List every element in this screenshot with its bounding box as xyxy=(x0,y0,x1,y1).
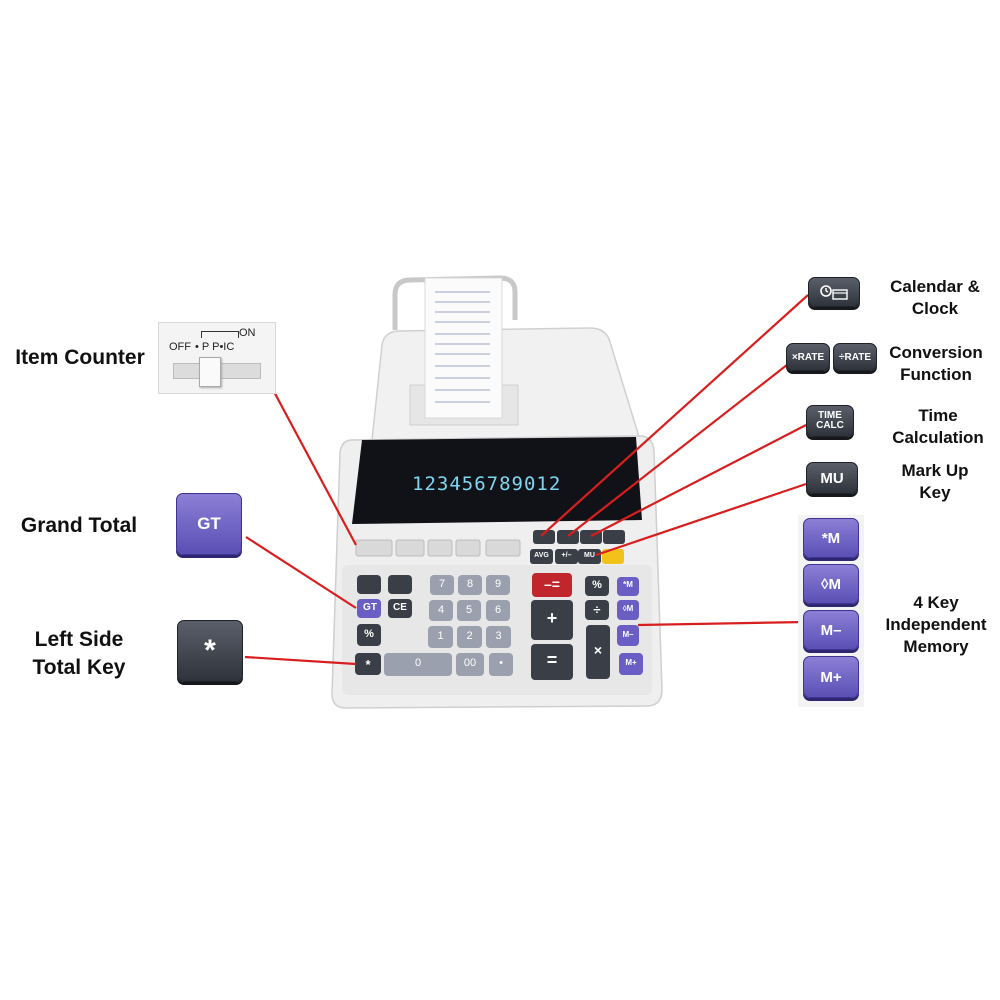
right-function-keys xyxy=(585,576,643,679)
key-text-minus-equal: –= xyxy=(544,576,560,592)
callout-gt-key: GT xyxy=(176,493,242,555)
calendar-clock-icon xyxy=(820,285,848,300)
slider-switch-row xyxy=(355,539,521,557)
label-left-side-total: Left Side Total Key xyxy=(32,628,126,679)
callout-star-m-key: *M xyxy=(803,518,859,558)
callout-mu-key: MU xyxy=(806,462,858,494)
callout-star-key: * xyxy=(177,620,243,682)
leader-conversion xyxy=(567,360,793,537)
leader-left-total xyxy=(244,655,357,666)
leader-lines xyxy=(244,294,809,666)
leader-memory xyxy=(637,620,807,627)
tape-print-lines xyxy=(435,291,490,403)
key-text-plus: + xyxy=(546,608,558,628)
callout-rate-mult-key: ×RATE xyxy=(786,343,830,371)
key-text-9: 9 xyxy=(494,578,502,590)
plus-key xyxy=(531,600,573,640)
key-text-1: 1 xyxy=(437,630,444,642)
item-counter-inset: ON OFF • P P•IC xyxy=(158,322,276,394)
callout-m-plus-key: M+ xyxy=(803,656,859,698)
key-text-equal: = xyxy=(546,650,558,670)
callout-rate-div-key: ÷RATE xyxy=(833,343,877,371)
key-text-star: * xyxy=(365,657,371,672)
label-time-calculation: Time Calculation xyxy=(892,406,984,447)
key-text-4: 4 xyxy=(437,604,445,616)
key-text-00: 00 xyxy=(463,657,477,669)
display-panel xyxy=(352,437,642,524)
leader-markup xyxy=(595,482,807,557)
leader-time-calc xyxy=(590,424,807,537)
callout-time-calc-key: TIME CALC xyxy=(806,405,854,437)
label-independent-memory: 4 Key Independent Memory xyxy=(885,593,987,656)
leader-grand-total xyxy=(245,536,357,609)
key-text-diamond-m: ◊M xyxy=(622,604,634,613)
leader-item-counter xyxy=(263,372,357,546)
key-text-5: 5 xyxy=(465,604,473,616)
label-item-counter: Item Counter xyxy=(15,346,145,369)
switch-on-label: ON xyxy=(239,327,256,339)
label-calendar-clock: Calendar & Clock xyxy=(890,277,980,318)
leader-calendar xyxy=(540,294,809,537)
top-function-keys xyxy=(530,530,625,564)
key-text-dot: • xyxy=(499,657,503,669)
paper-tape xyxy=(424,277,503,419)
label-mark-up-key: Mark Up Key xyxy=(901,461,969,502)
key-text-divide: ÷ xyxy=(593,602,601,617)
key-text-0: 0 xyxy=(414,657,422,669)
key-text-m-minus: M– xyxy=(622,630,634,639)
key-text-gt: GT xyxy=(363,602,377,613)
key-text-mu-small: MU xyxy=(584,552,595,559)
label-conversion-function: Conversion Function xyxy=(889,343,983,384)
callout-diamond-m-key: ◊M xyxy=(803,564,859,604)
switch-bracket xyxy=(201,331,239,338)
key-text-6: 6 xyxy=(494,604,502,616)
callout-m-minus-key: M– xyxy=(803,610,859,650)
switch-off-label: OFF xyxy=(169,341,191,353)
label-grand-total: Grand Total xyxy=(20,514,138,537)
key-text-percent-left: % xyxy=(364,628,374,640)
callout-calendar-key xyxy=(808,277,860,307)
key-text-plus-minus: +/– xyxy=(561,552,572,559)
key-text-m-plus: M+ xyxy=(625,658,637,667)
key-text-star-m: *M xyxy=(623,580,633,589)
left-function-keys xyxy=(355,575,412,675)
equal-key xyxy=(531,644,573,680)
minus-equal-key xyxy=(532,573,572,597)
key-text-percent: % xyxy=(592,579,602,591)
key-text-ce: CE xyxy=(393,602,407,613)
key-text-multiply: × xyxy=(593,642,603,658)
key-text-3: 3 xyxy=(495,630,502,642)
key-text-avg: AVG xyxy=(534,552,549,559)
number-pad xyxy=(384,575,513,676)
slider-handle[interactable] xyxy=(199,357,221,387)
switch-positions-label: • P P•IC xyxy=(195,341,235,353)
display-readout: 123456789012 xyxy=(412,473,562,495)
key-text-2: 2 xyxy=(466,630,473,642)
key-text-7: 7 xyxy=(438,578,446,590)
key-text-8: 8 xyxy=(466,578,474,590)
